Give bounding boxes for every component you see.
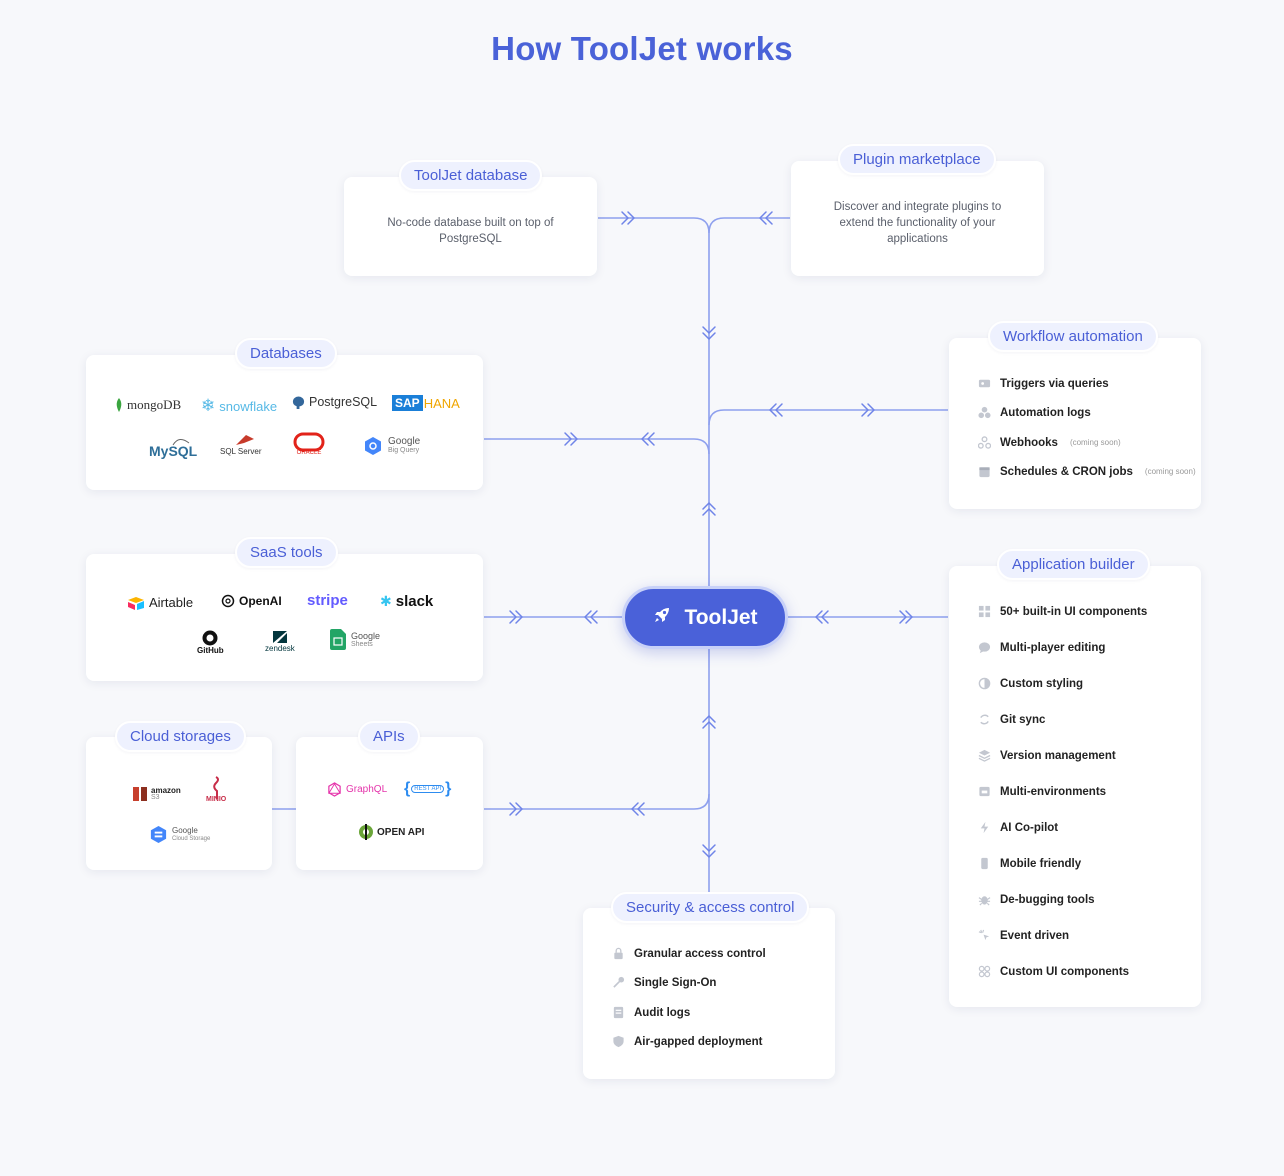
- workflow-automation-label: Workflow automation: [988, 321, 1158, 352]
- environment-icon: [978, 785, 991, 798]
- apis-card: GraphQL { REST API } OPEN API: [296, 737, 483, 870]
- oracle-logo: ORACLE: [293, 432, 325, 456]
- app-builder-item: De-bugging tools: [978, 893, 1095, 906]
- rest-api-logo: { REST API }: [404, 780, 452, 797]
- security-item: Air-gapped deployment: [612, 1035, 762, 1048]
- zendesk-logo: zendesk: [265, 630, 295, 653]
- components-icon: [978, 605, 991, 618]
- tooljet-database-description: No-code database built on top of Postgre…: [387, 217, 554, 245]
- stripe-logo: stripe: [307, 592, 348, 609]
- contrast-icon: [978, 677, 991, 690]
- sap-hana-logo: SAP HANA: [392, 395, 460, 411]
- calendar-icon: [978, 465, 991, 478]
- audit-icon: [612, 1006, 625, 1019]
- workflow-item: Schedules & CRON jobs(coming soon): [978, 465, 1196, 478]
- bug-icon: [978, 893, 991, 906]
- logs-icon: [978, 406, 991, 419]
- databases-label: Databases: [235, 338, 337, 369]
- cloud-storages-card: amazon S3 MINIO Google Cloud Storage: [86, 737, 272, 870]
- tooljet-database-card: No-code database built on top of Postgre…: [344, 177, 597, 276]
- security-label: Security & access control: [611, 892, 810, 923]
- open-api-logo: OPEN API: [358, 824, 424, 840]
- amazon-s3-logo: amazon S3: [132, 785, 181, 803]
- app-builder-item: Mobile friendly: [978, 857, 1081, 870]
- sql-server-logo: SQL Server: [220, 433, 262, 456]
- security-item: Audit logs: [612, 1006, 690, 1019]
- mobile-icon: [978, 857, 991, 870]
- workflow-item: Triggers via queries: [978, 377, 1109, 390]
- layers-icon: [978, 749, 991, 762]
- app-builder-item: Multi-environments: [978, 785, 1106, 798]
- shield-icon: [612, 1035, 625, 1048]
- chat-icon: [978, 641, 991, 654]
- github-logo: GitHub: [197, 630, 224, 655]
- trigger-icon: [978, 377, 991, 390]
- app-builder-item: Custom UI components: [978, 965, 1129, 978]
- custom-components-icon: [978, 965, 991, 978]
- plugin-marketplace-description: Discover and integrate plugins to extend…: [833, 201, 1002, 245]
- page-title: How ToolJet works: [491, 30, 793, 67]
- hub-label: ToolJet: [684, 605, 758, 629]
- rocket-icon: [652, 605, 672, 631]
- tooljet-hub: ToolJet: [622, 586, 788, 649]
- security-item: Granular access control: [612, 947, 766, 960]
- mongodb-logo: mongoDB: [115, 397, 181, 413]
- openai-logo: OpenAI: [221, 594, 282, 608]
- tooljet-database-label: ToolJet database: [399, 160, 543, 191]
- apis-label: APIs: [358, 721, 420, 752]
- security-item: Single Sign-On: [612, 976, 716, 989]
- security-card: Granular access control Single Sign-On A…: [583, 908, 835, 1079]
- app-builder-item: Event driven: [978, 929, 1069, 942]
- saas-tools-label: SaaS tools: [235, 537, 338, 568]
- webhook-icon: [978, 436, 991, 449]
- workflow-item: Webhooks(coming soon): [978, 436, 1121, 449]
- app-builder-item: Multi-player editing: [978, 641, 1105, 654]
- google-cloud-storage-logo: Google Cloud Storage: [149, 825, 210, 844]
- airtable-logo: Airtable: [127, 595, 193, 610]
- app-builder-item: 50+ built-in UI components: [978, 605, 1147, 618]
- app-builder-item: Custom styling: [978, 677, 1083, 690]
- application-builder-card: 50+ built-in UI components Multi-player …: [949, 566, 1201, 1007]
- lightning-icon: [978, 821, 991, 834]
- snowflake-logo: ❄snowflake: [201, 396, 278, 415]
- slack-logo: ✱slack: [380, 593, 434, 610]
- lock-icon: [612, 947, 625, 960]
- graphql-logo: GraphQL: [327, 782, 387, 797]
- workflow-automation-card: Triggers via queries Automation logs Web…: [949, 338, 1201, 509]
- cursor-click-icon: [978, 929, 991, 942]
- app-builder-item: AI Co-pilot: [978, 821, 1058, 834]
- mysql-logo: MySQL: [149, 435, 197, 459]
- databases-card: mongoDB ❄snowflake PostgreSQL SAP HANA M…: [86, 355, 483, 490]
- key-icon: [612, 976, 625, 989]
- app-builder-item: Version management: [978, 749, 1116, 762]
- google-big-query-logo: Google Big Query: [363, 436, 420, 456]
- app-builder-item: Git sync: [978, 713, 1045, 726]
- postgresql-logo: PostgreSQL: [292, 395, 377, 409]
- google-sheets-logo: Google Sheets: [330, 629, 380, 650]
- minio-logo: MINIO: [206, 775, 226, 803]
- cloud-storages-label: Cloud storages: [115, 721, 246, 752]
- application-builder-label: Application builder: [997, 549, 1150, 580]
- workflow-item: Automation logs: [978, 406, 1091, 419]
- saas-tools-card: Airtable OpenAI stripe ✱slack GitHub zen…: [86, 554, 483, 681]
- plugin-marketplace-label: Plugin marketplace: [838, 144, 996, 175]
- plugin-marketplace-card: Discover and integrate plugins to extend…: [791, 161, 1044, 276]
- sync-icon: [978, 713, 991, 726]
